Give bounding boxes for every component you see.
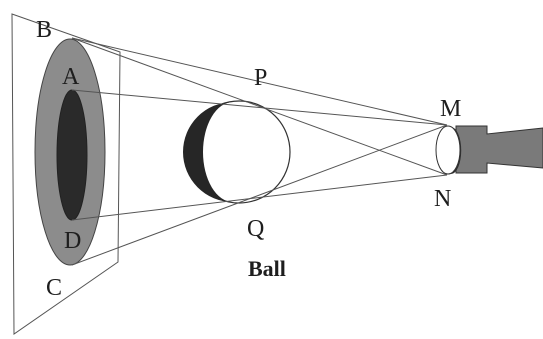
ray-b-to-n <box>71 37 448 176</box>
ball-shadow-side <box>183 102 233 202</box>
torch-lens <box>435 125 461 175</box>
ball-caption: Ball <box>248 256 286 281</box>
ray-c-to-m <box>71 124 448 266</box>
label-n: N <box>434 186 451 212</box>
ray-b-to-m <box>71 37 448 126</box>
label-m: M <box>440 96 461 122</box>
label-q: Q <box>247 216 264 242</box>
label-p: P <box>254 65 267 91</box>
torch-body <box>455 125 543 174</box>
label-a: A <box>62 64 80 90</box>
label-d: D <box>64 228 81 254</box>
label-c: C <box>46 275 62 301</box>
umbra-region <box>56 89 88 221</box>
ray-d-to-n <box>71 174 448 221</box>
ray-a-to-m <box>71 89 448 126</box>
label-b: B <box>36 17 52 43</box>
